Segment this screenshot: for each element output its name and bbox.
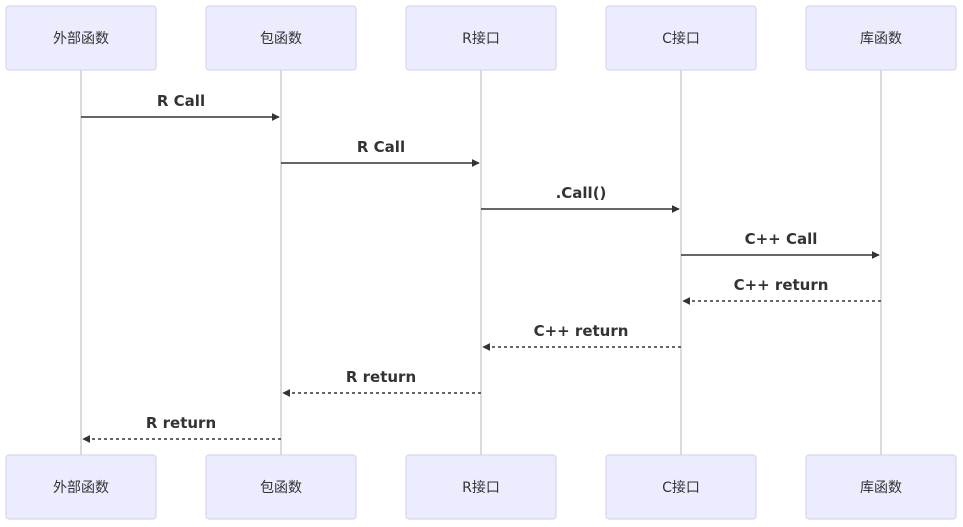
- actor-box: [205, 454, 357, 520]
- message: .Call(): [481, 184, 680, 213]
- actor-top: C接口: [605, 5, 757, 71]
- message-label: C++ Call: [745, 230, 818, 248]
- actor-bottom: C接口: [605, 454, 757, 520]
- actor-bottom: 外部函数: [5, 454, 157, 520]
- message: C++ Call: [681, 230, 880, 259]
- actors-top: 外部函数 包函数 R接口 C接口 库函数: [5, 5, 957, 71]
- actor-label: C接口: [662, 479, 700, 496]
- actor-bottom: R接口: [405, 454, 557, 520]
- actor-label: 包函数: [260, 480, 302, 496]
- actor-top: 包函数: [205, 5, 357, 71]
- actor-label: 外部函数: [53, 31, 109, 47]
- actor-label: 外部函数: [53, 480, 109, 496]
- actor-box: [205, 5, 357, 71]
- actor-box: [5, 454, 157, 520]
- actor-top: R接口: [405, 5, 557, 71]
- actor-box: [605, 5, 757, 71]
- actor-label: R接口: [462, 479, 500, 496]
- lifelines: [80, 70, 882, 455]
- actor-label: 库函数: [860, 31, 902, 47]
- actor-bottom: 包函数: [205, 454, 357, 520]
- message-label: .Call(): [556, 184, 607, 202]
- actor-box: [405, 454, 557, 520]
- actor-label: 包函数: [260, 31, 302, 47]
- actor-box: [805, 454, 957, 520]
- actor-top: 外部函数: [5, 5, 157, 71]
- actor-bottom: 库函数: [805, 454, 957, 520]
- actor-label: R接口: [462, 30, 500, 47]
- actor-top: 库函数: [805, 5, 957, 71]
- message: R Call: [281, 138, 480, 167]
- message-label: C++ return: [734, 276, 829, 294]
- message-label: C++ return: [534, 322, 629, 340]
- message: R Call: [81, 92, 280, 121]
- actor-label: C接口: [662, 30, 700, 47]
- message: C++ return: [482, 322, 681, 351]
- actor-box: [5, 5, 157, 71]
- message-label: R return: [346, 368, 416, 386]
- actors-bottom: 外部函数 包函数 R接口 C接口 库函数: [5, 454, 957, 520]
- message-label: R Call: [157, 92, 205, 110]
- actor-box: [605, 454, 757, 520]
- actor-label: 库函数: [860, 480, 902, 496]
- actor-box: [805, 5, 957, 71]
- message-label: R Call: [357, 138, 405, 156]
- actor-box: [405, 5, 557, 71]
- message: C++ return: [682, 276, 881, 305]
- message: R return: [282, 368, 481, 397]
- message-label: R return: [146, 414, 216, 432]
- message: R return: [82, 414, 281, 443]
